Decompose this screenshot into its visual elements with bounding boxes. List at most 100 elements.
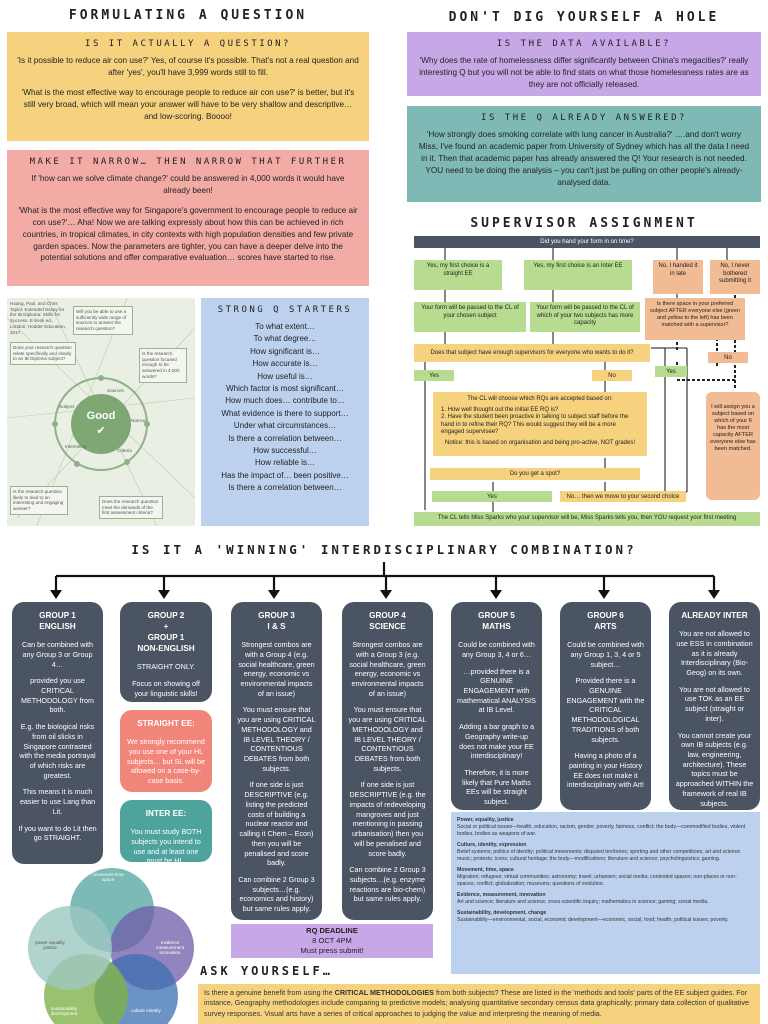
flow-no-1: No (592, 370, 632, 381)
flow-not-submitted: No, I never bothered submitting it (710, 260, 760, 294)
diagram-note-sources: Will you be able to use a sufficiently w… (73, 306, 133, 335)
flow-pass-capacity: Your form will be passed to the CL of wh… (530, 302, 640, 332)
diagram-center-label: Good (86, 410, 116, 422)
diagram-note-subject: Does your research question relate speci… (10, 342, 76, 366)
flow-handed-in-question: Did you hand your form in on time? (414, 236, 760, 248)
inter-ee-text: You must study BOTH subjects you intend … (130, 827, 202, 866)
group-card-title: GROUP 2 + GROUP 1 NON-ENGLISH (137, 611, 195, 654)
question-box-p2: 'What is the most effective way to encou… (21, 87, 355, 121)
q-starter-item: How accurate is… (252, 359, 318, 369)
q-starter-item: To what degree… (253, 334, 317, 344)
left-title: FORMULATING A QUESTION (68, 8, 308, 23)
diagram-reference: Hoang, Paul, and Chris Taylor. Extended … (10, 301, 66, 335)
flow-yes-1: Yes (414, 370, 454, 381)
venn-label-power: power equality justice (35, 940, 65, 950)
q-starter-item: Is there a correlation between… (228, 433, 342, 443)
supervisor-title: SUPERVISOR ASSIGNMENT (470, 216, 698, 231)
theme-heading: Movement, time, space (457, 867, 514, 874)
q-starter-item: How useful is… (257, 371, 313, 381)
diagram-label-narrow: Narrow (131, 418, 146, 423)
q-starter-item: How much does… contribute to… (225, 396, 345, 406)
narrow-box-p2: 'What is the most effective way for Sing… (18, 205, 358, 263)
flow-pass-chosen: Your form will be passed to the CL of yo… (414, 302, 526, 332)
data-available-box: IS THE DATA AVAILABLE? 'Why does the rat… (407, 32, 761, 96)
flow-straight-ee: Yes, my first choice is a straight EE (414, 260, 502, 290)
flow-yes-3: Yes (432, 491, 552, 502)
group-card-title: ALREADY INTER (681, 611, 748, 620)
q-starter-item: Has the impact of… been positive… (221, 470, 349, 480)
right-title: DON'T DIG YOURSELF A HOLE (448, 10, 720, 25)
diagram-note-interesting: Is the research question likely to lead … (10, 486, 68, 515)
straight-ee-text: We strongly recommend you use one of you… (126, 737, 206, 785)
group-card-title: GROUP 5 MATHS (478, 611, 515, 632)
theme-heading: Culture, identity, expression (457, 842, 527, 849)
group-card-text: STRAIGHT ONLY. (136, 662, 196, 672)
venn-label-movement: movement time space (92, 872, 124, 882)
theme-text: Belief systems; politics of identity; po… (457, 849, 741, 863)
already-answered-title: IS THE Q ALREADY ANSWERED? (481, 113, 687, 123)
already-answered-text: 'How strongly does smoking correlate wit… (418, 130, 750, 187)
venn-label-sustainability: sustainability development (50, 1006, 78, 1016)
good-rq-diagram: Hoang, Paul, and Chris Taylor. Extended … (7, 298, 195, 526)
group-card-text: Can combine 2 Group 3 subjects…(e.g. eco… (238, 874, 315, 914)
theme-heading: Sustainability, development, change (457, 910, 547, 917)
narrow-box-title: MAKE IT NARROW… THEN NARROW THAT FURTHER (29, 157, 347, 167)
flow-no-2: No (708, 352, 748, 363)
theme-text: Social or political issues—health, educa… (457, 824, 746, 838)
group-card-text: You cannot create your own IB subjects (… (675, 730, 754, 808)
group-card-already-inter: ALREADY INTER You are not allowed to use … (669, 602, 760, 810)
q-starter-item: How significant is… (250, 346, 320, 356)
narrow-box: MAKE IT NARROW… THEN NARROW THAT FURTHER… (7, 150, 369, 286)
flow-no-3: No… then we move to your second choice (560, 491, 686, 502)
group-card-text: Focus on showing off your linguistic ski… (132, 678, 200, 698)
group-card-text: You are not allowed to use ESS in combin… (676, 629, 753, 677)
diagram-label-subject: Subject (59, 404, 75, 409)
group-card-text: Can combine 2 Group 3 subjects…(e.g. enz… (349, 865, 426, 904)
q-starters-box: STRONG Q STARTERS To what extent…To what… (201, 298, 369, 526)
flow-yes-2: Yes (655, 366, 687, 377)
theme-text: Sustainability—environmental, social, ec… (457, 917, 729, 924)
inter-ee-title: INTER EE: (145, 809, 187, 818)
flow-bottom-meeting: The CL tells Miss Sparks who your superv… (414, 512, 760, 526)
ask-text-strong: CRITICAL METHODOLOGIES (334, 988, 434, 997)
group-card-text: Could be combined with any Group 1, 3, 4… (567, 640, 644, 669)
group-card-text: You are not allowed to use TOK as an EE … (679, 684, 750, 723)
group-card-text: Provided there is a GENUINE ENGAGEMENT w… (566, 676, 645, 744)
winning-title: IS IT A 'WINNING' INTERDISCIPLINARY COMB… (131, 542, 637, 557)
data-available-title: IS THE DATA AVAILABLE? (496, 39, 672, 49)
flow-inter-ee: Yes, my first choice is an Inter EE (524, 260, 632, 290)
group-card-2: GROUP 2 + GROUP 1 NON-ENGLISH STRAIGHT ON… (120, 602, 212, 702)
straight-ee-title: STRAIGHT EE: (137, 719, 195, 728)
group-card-text: Adding a bar graph to a Geography write-… (458, 722, 535, 761)
group-card-text: You must ensure that you are using CRITI… (348, 705, 427, 773)
theme-heading: Evidence, measurement, innovation (457, 892, 546, 899)
diagram-label-criteria: Criteria (117, 448, 132, 453)
flow-assign-subject: I will assign you a subject based on whi… (706, 392, 760, 500)
group-card-5: GROUP 5 MATHS Could be combined with any … (451, 602, 542, 810)
group-card-text: E.g. the biological risks from oil slick… (19, 722, 96, 780)
question-box-title: IS IT ACTUALLY A QUESTION? (85, 39, 291, 49)
diagram-label-interesting: Interesting (65, 444, 87, 449)
q-starter-item: Under what circumstances… (233, 421, 337, 431)
group-card-text: Strongest combos are with a Group 4 (e.g… (238, 640, 315, 698)
flow-criteria-1: 1. How well thought out the initial EE R… (441, 406, 559, 413)
check-icon: ✔ (96, 425, 106, 437)
theme-text: Art and science; literature and science;… (457, 899, 709, 906)
q-starter-item: Is there a correlation between… (228, 483, 342, 493)
group-card-text: Could be combined with any Group 3, 4 or… (458, 640, 535, 659)
ask-title: ASK YOURSELF… (200, 964, 333, 978)
q-starter-item: How successful… (253, 445, 317, 455)
ask-box: Is there a genuine benefit from using th… (198, 984, 760, 1024)
straight-ee-card: STRAIGHT EE: We strongly recommend you u… (120, 710, 212, 792)
already-answered-box: IS THE Q ALREADY ANSWERED? 'How strongly… (407, 106, 761, 202)
group-card-text: …provided there is a GENUINE ENGAGEMENT … (457, 666, 536, 715)
diagram-lines (7, 298, 195, 526)
theme-heading: Power, equality, justice (457, 817, 514, 823)
flow-criteria-note: Notice: this is based on organisation an… (445, 439, 635, 446)
flow-late: No, I handed it in late (653, 260, 703, 294)
